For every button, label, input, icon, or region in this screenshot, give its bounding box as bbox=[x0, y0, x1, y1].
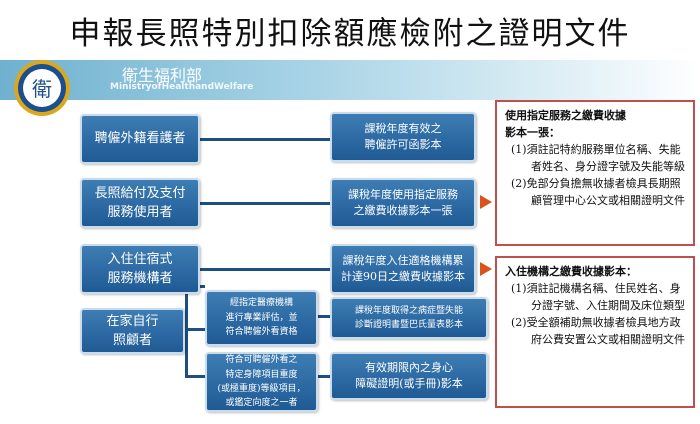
note-item: (2)受全額補助無收據者檢具地方政府公費安置公文或相關證明文件 bbox=[511, 316, 685, 347]
home-self-care-box: 在家自行 照顧者 bbox=[80, 308, 185, 354]
permit-copy-box: 課稅年度有效之 聘僱許可函影本 bbox=[330, 112, 476, 162]
connector-line bbox=[200, 202, 330, 205]
arrow-right-icon bbox=[480, 195, 492, 209]
connector-line bbox=[200, 268, 330, 271]
note-heading: 入住機構之繳費收據影本： bbox=[505, 265, 637, 278]
connector-line bbox=[200, 138, 330, 141]
connector-line bbox=[185, 375, 205, 378]
diagnosis-certificate-box: 課稅年度取得之病症暨失能 診斷證明書暨巴氏量表影本 bbox=[330, 297, 488, 339]
connector-line bbox=[318, 375, 330, 378]
disability-certificate-box: 有效期限內之身心 障礙證明(或手冊)影本 bbox=[330, 352, 488, 400]
note-heading: 使用指定服務之繳費收據 影本一張： bbox=[505, 109, 626, 140]
note-item: (2)免部分負擔無收據者檢具長期照顧管理中心公文或相關證明文件 bbox=[511, 177, 685, 208]
arrow-right-icon bbox=[480, 262, 492, 276]
connector-line bbox=[318, 315, 330, 318]
residential-receipt-note: 入住機構之繳費收據影本： (1)須註記機構名稱、住民姓名、身分證字號、入住期間及… bbox=[495, 256, 695, 408]
ministry-name-zh: 衛生福利部 bbox=[122, 66, 203, 85]
residential-institution-box: 入住住宿式 服務機構者 bbox=[80, 244, 200, 294]
note-item: (1)須註記機構名稱、住民姓名、身分證字號、入住期間及床位類型 bbox=[511, 282, 685, 313]
foreign-caregiver-box: 聘僱外籍看護者 bbox=[80, 114, 200, 164]
medical-assessment-box: 經指定醫療機構 進行專業評估，並 符合聘僱外看資格 bbox=[205, 290, 318, 346]
note-item: (1)須註記特約服務單位名稱、失能者姓名、身分證字號及失能等級 bbox=[511, 143, 685, 174]
ministry-logo-icon: 衛 bbox=[14, 60, 70, 116]
ltc-receipt-box: 課稅年度使用指定服務 之繳費收據影本一張 bbox=[330, 178, 476, 228]
residential-receipt-box: 課稅年度入住適格機構累 計達90日之繳費收據影本 bbox=[330, 244, 476, 294]
ministry-banner bbox=[0, 60, 700, 100]
ministry-name-en: MinistryofHealthandWelfare bbox=[110, 82, 254, 92]
ltc-receipt-note: 使用指定服務之繳費收據 影本一張： (1)須註記特約服務單位名稱、失能者姓名、身… bbox=[495, 100, 695, 246]
connector-line bbox=[185, 328, 205, 331]
disability-criteria-box: 符合可聘僱外看之 特定身障項目重度 (或極重度)等級項目， 或鑑定向度之一者 bbox=[205, 352, 318, 412]
ltc-payment-user-box: 長照給付及支付 服務使用者 bbox=[80, 178, 200, 228]
page-title: 申報長照特別扣除額應檢附之證明文件 bbox=[69, 16, 631, 52]
connector-line bbox=[185, 285, 188, 377]
logo-glyph: 衛 bbox=[32, 77, 52, 101]
